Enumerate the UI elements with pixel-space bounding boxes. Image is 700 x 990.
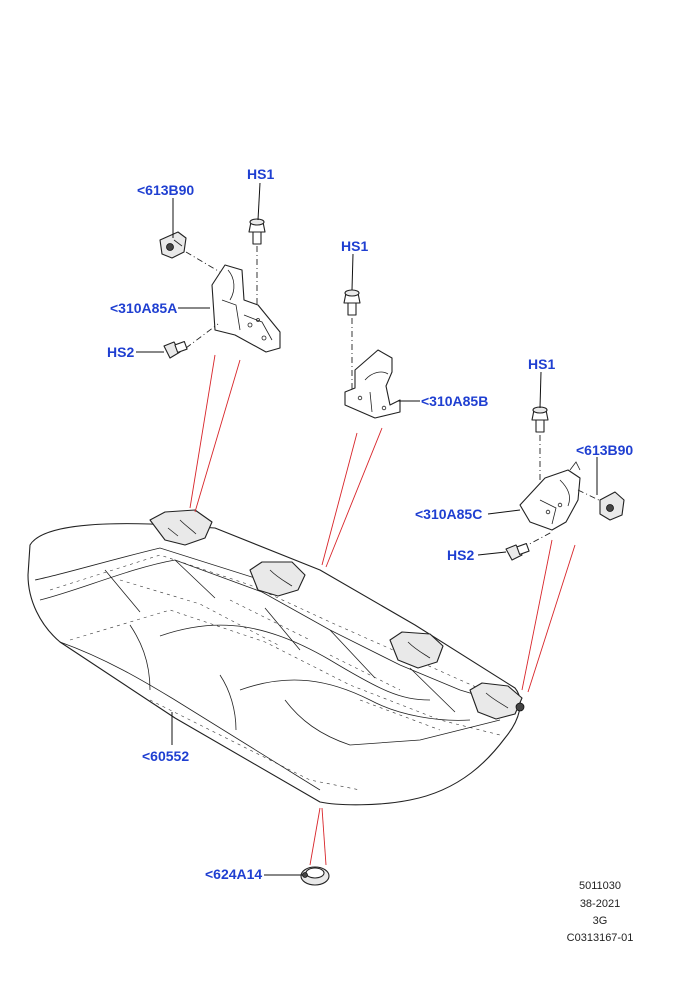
bolt-hs1-left (248, 218, 266, 245)
bolt-hs2-left (163, 340, 188, 359)
callout-latch-left: <613B90 (137, 182, 195, 198)
callout-cushion: <60552 (142, 748, 190, 764)
bolt-hs1-right (531, 406, 549, 433)
callout-bracket-a: <310A85A (110, 300, 178, 316)
right-hinge-assembly (505, 406, 625, 561)
bracket-310a85b (344, 349, 401, 419)
left-hinge-assembly (159, 218, 281, 359)
bracket-310a85a (211, 264, 281, 353)
grommet-624a14 (300, 866, 330, 886)
callout-hs1-left: HS1 (247, 166, 275, 182)
illustration-reference: C0313167-01 (566, 932, 634, 944)
illustration-number: 5011030 (578, 880, 621, 892)
callout-hs1-right: HS1 (528, 356, 556, 372)
bolt-hs1-middle (343, 289, 361, 316)
callout-latch-right: <613B90 (576, 442, 634, 458)
seat-cushion (27, 509, 525, 806)
latch-right (599, 491, 625, 521)
latch-left (159, 231, 187, 259)
bracket-310a85c (519, 461, 581, 531)
callout-hs2-left: HS2 (107, 344, 135, 360)
illustration-variant: 3G (592, 915, 608, 927)
callout-bracket-c: <310A85C (415, 506, 483, 522)
callout-hs2-right: HS2 (447, 547, 475, 563)
illustration-date-code: 38-2021 (579, 898, 621, 910)
assembly-guide-lines (189, 354, 576, 866)
callout-bracket-b: <310A85B (421, 393, 489, 409)
callout-hs1-middle: HS1 (341, 238, 369, 254)
callout-grommet: <624A14 (205, 866, 263, 882)
bolt-hs2-right (505, 542, 530, 561)
middle-hinge-assembly (343, 289, 401, 419)
callout-leaders (136, 182, 598, 876)
